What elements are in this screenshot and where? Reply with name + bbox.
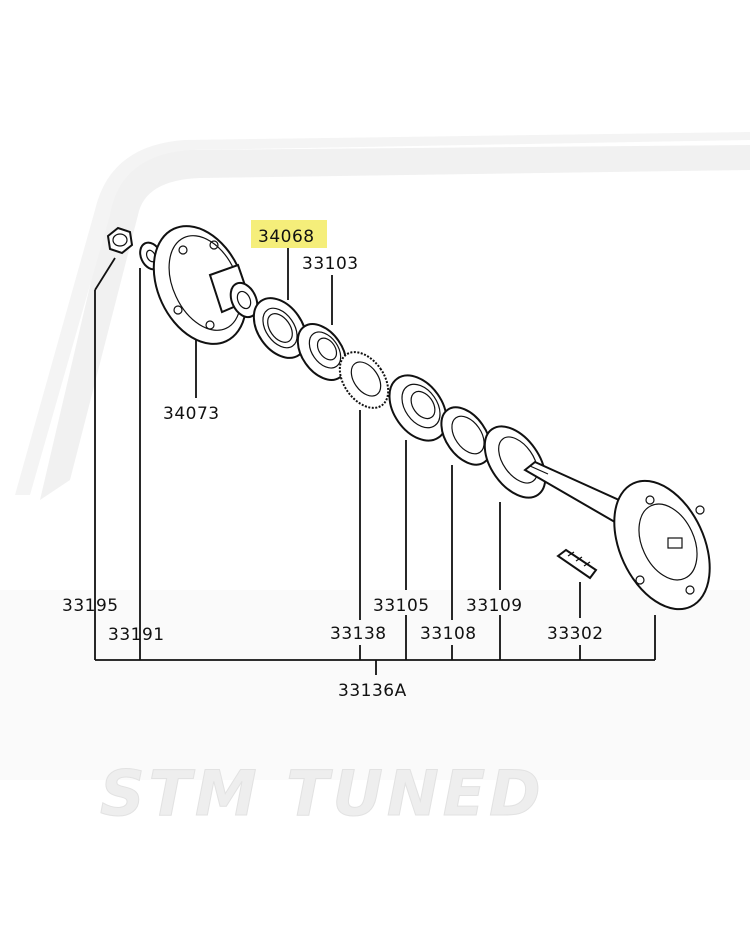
label-33138: 33138 [330, 624, 387, 644]
label-33109: 33109 [466, 596, 523, 616]
bearing-33105 [388, 374, 448, 442]
leader-lines [94, 248, 656, 675]
watermark-text: STM TUNED [100, 757, 545, 830]
oil-seal-highlight [252, 297, 308, 359]
label-33103: 33103 [302, 254, 359, 274]
label-33195: 33195 [62, 596, 119, 616]
highlight-box [251, 220, 327, 248]
label-34068: 34068 [258, 227, 315, 247]
nut-33195 [106, 226, 134, 255]
label-33191: 33191 [108, 625, 165, 645]
watermark: STM TUNED [0, 132, 750, 831]
deflector-33109 [483, 425, 547, 499]
oil-seal-34068 [252, 297, 308, 359]
axle-shaft [523, 460, 711, 611]
stud-bolt-33302 [556, 548, 598, 580]
part-labels: 34068 33103 34073 33195 33191 33105 3310… [62, 227, 604, 701]
label-33136A: 33136A [338, 681, 407, 701]
seal-33108 [440, 406, 492, 466]
label-34073: 34073 [163, 404, 220, 424]
companion-flange-34073 [152, 225, 259, 345]
bearing-33103 [296, 323, 348, 381]
spacer-33138 [338, 351, 390, 409]
label-33105: 33105 [373, 596, 430, 616]
label-33302: 33302 [547, 624, 604, 644]
label-33108: 33108 [420, 624, 477, 644]
